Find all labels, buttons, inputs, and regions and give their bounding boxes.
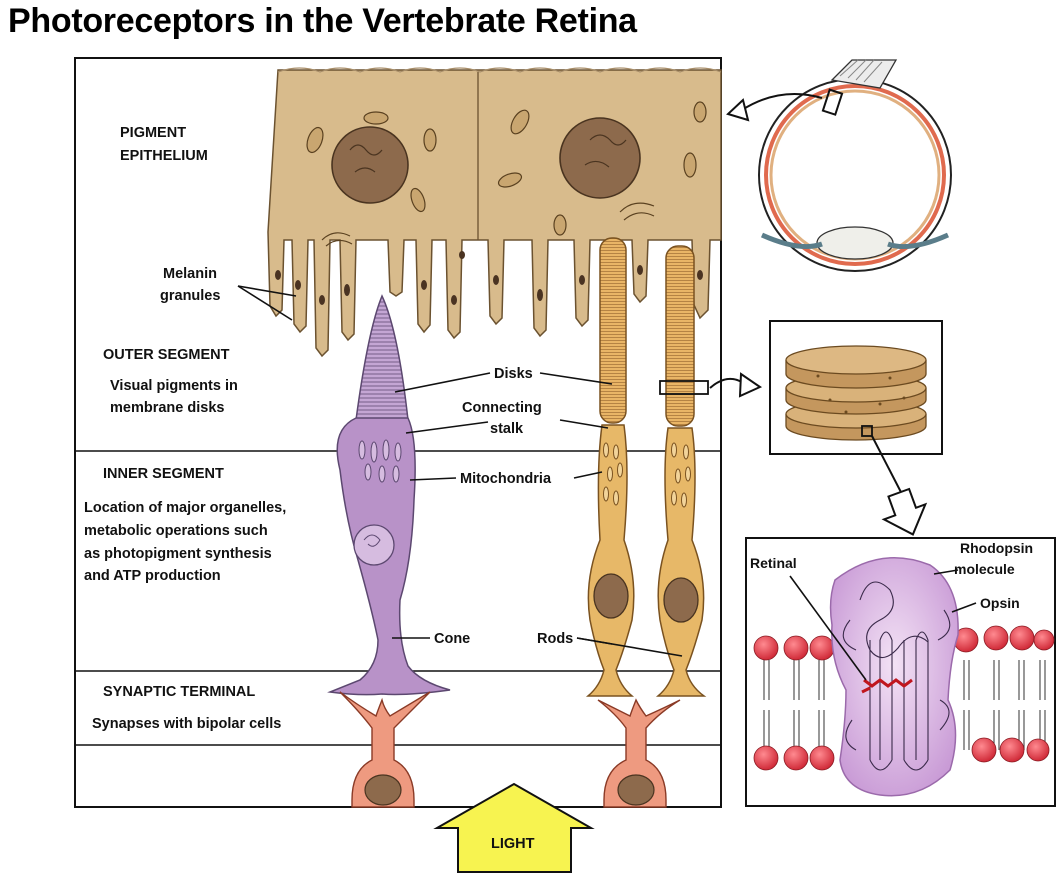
- cone-mitochondria: [358, 439, 402, 483]
- eye-lens: [816, 226, 894, 260]
- label-pigment-1: PIGMENT: [120, 125, 186, 141]
- page-title: Photoreceptors in the Vertebrate Retina: [8, 2, 637, 40]
- disk-detail-marker: [861, 425, 873, 437]
- bipolar-cell-rod: [597, 698, 681, 808]
- label-connecting-1: Connecting: [462, 400, 542, 416]
- retinal-chromophore: [861, 678, 913, 694]
- epithelium-nucleus-right: [559, 117, 641, 199]
- light-arrow: LIGHT: [433, 782, 595, 873]
- rod-2-nucleus: [663, 577, 699, 623]
- disk-stack-panel: [659, 320, 943, 536]
- mitochondria-epithelium: [306, 101, 707, 236]
- label-disks: Disks: [494, 366, 533, 382]
- label-rhodopsin-2: molecule: [954, 561, 1015, 577]
- opsin-chain: [842, 581, 951, 771]
- label-opsin: Opsin: [980, 595, 1020, 611]
- lipid-bilayer: [753, 625, 1055, 771]
- label-rods: Rods: [537, 631, 573, 647]
- label-pigment-2: EPITHELIUM: [120, 148, 208, 164]
- desc-inner-4: and ATP production: [84, 568, 221, 584]
- eye-detail-marker: [821, 88, 844, 116]
- pigment-epithelium: [267, 67, 722, 358]
- optic-nerve: [830, 59, 898, 89]
- layer-labels: PIGMENT EPITHELIUM OUTER SEGMENT Visual …: [84, 125, 286, 732]
- desc-outer-1: Visual pigments in: [110, 378, 238, 394]
- rod-1-outer-segment: [599, 237, 627, 424]
- chromatin: [349, 134, 627, 173]
- disk-top: [785, 345, 927, 375]
- eye-inset: [726, 59, 952, 272]
- light-label: LIGHT: [491, 836, 535, 852]
- rod-2-outer-segment: [665, 245, 695, 427]
- label-melanin-2: granules: [160, 288, 220, 304]
- rod-detail-marker: [659, 380, 709, 395]
- epithelium-nucleus-left: [331, 126, 409, 204]
- desc-outer-2: membrane disks: [110, 400, 224, 416]
- desc-inner-1: Location of major organelles,: [84, 500, 286, 516]
- bipolar-cell-cone: [339, 691, 431, 808]
- label-cone: Cone: [434, 631, 470, 647]
- rod-2-inner-segment: [655, 427, 707, 697]
- label-outer-segment: OUTER SEGMENT: [103, 347, 230, 363]
- rhodopsin-molecule: [829, 556, 959, 797]
- label-melanin-1: Melanin: [163, 266, 217, 282]
- light-arrow-shape: [433, 782, 595, 873]
- label-synaptic-terminal: SYNAPTIC TERMINAL: [103, 684, 255, 700]
- rod-1-nucleus: [593, 573, 629, 619]
- eye-arrow: [726, 98, 750, 122]
- desc-inner-3: as photopigment synthesis: [84, 546, 272, 562]
- label-rhodopsin-1: Rhodopsin: [960, 540, 1033, 556]
- rod-1-inner-segment: [585, 424, 635, 697]
- desc-inner-2: metabolic operations such: [84, 523, 268, 539]
- golgi: [321, 202, 655, 247]
- rod-cell-1: [585, 237, 635, 697]
- callouts: Melanin granules Disks Connecting stalk …: [160, 266, 683, 657]
- label-inner-segment: INNER SEGMENT: [103, 466, 224, 482]
- rhodopsin-panel: Retinal Rhodopsin molecule Opsin: [745, 537, 1056, 807]
- disk-arrow: [738, 372, 763, 398]
- cone-nucleus: [353, 524, 395, 566]
- label-retinal: Retinal: [750, 555, 797, 571]
- cone-cell: [327, 294, 451, 696]
- microvilli-top: [277, 67, 722, 73]
- melanin-granules: [275, 251, 703, 305]
- bipolar-cells: [339, 691, 681, 808]
- label-connecting-2: stalk: [490, 421, 524, 437]
- desc-synaptic: Synapses with bipolar cells: [92, 716, 281, 732]
- membrane-arrow: [881, 487, 928, 536]
- label-mitochondria: Mitochondria: [460, 471, 552, 487]
